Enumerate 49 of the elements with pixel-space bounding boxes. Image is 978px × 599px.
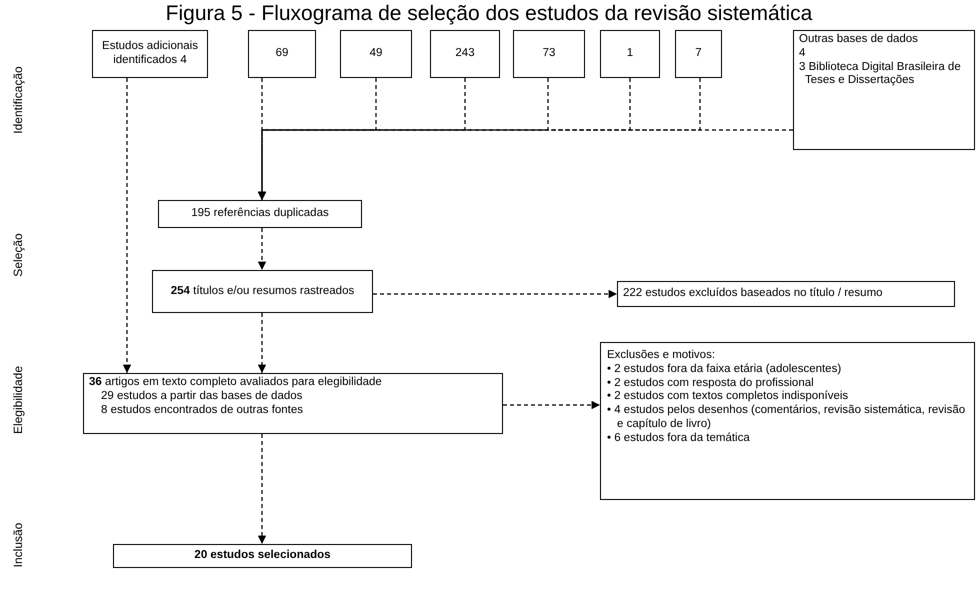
box-text: Exclusões e motivos: <box>607 349 716 363</box>
box-text: 243 <box>455 47 475 61</box>
diagram-title: Figura 5 - Fluxograma de seleção dos estudos da revisão sistemática <box>164 2 814 26</box>
box-text: 222 estudos excluídos baseados no título / resumo <box>623 287 883 301</box>
process-box <box>600 342 975 500</box>
process-box <box>793 30 975 150</box>
box-text: 49 <box>370 47 382 61</box>
arrow <box>373 290 617 298</box>
box-text: • 4 estudos pelos desenhos (comentários, revisão sistemática, revisão e capítulo de livro) <box>607 404 966 432</box>
arrow <box>503 400 600 410</box>
process-box <box>617 281 955 307</box>
process-box <box>158 200 362 228</box>
arrow <box>258 313 266 373</box>
process-box <box>152 270 373 313</box>
box-text: 8 estudos encontrados de outras fontes <box>100 404 304 418</box>
box-text: Estudos adicionais identificados 4 <box>101 40 199 68</box>
box-text: 1 <box>626 47 634 61</box>
arrow <box>258 228 266 270</box>
box-text: 73 <box>542 47 556 61</box>
process-box <box>430 30 500 78</box>
box-text: 195 referências duplicadas <box>191 207 329 221</box>
process-box <box>248 30 316 78</box>
stage-label: Identificação <box>11 65 25 136</box>
box-text: • 2 estudos fora da faixa etária (adolescentes) <box>607 362 842 377</box>
arrow <box>258 129 793 200</box>
box-text: • 6 estudos fora da temática <box>607 432 751 446</box>
box-text: • 2 estudos com textos completos indisponíveis <box>607 390 850 404</box>
process-box <box>113 544 412 568</box>
process-box <box>513 30 585 78</box>
arrow <box>258 434 266 544</box>
box-text: Outras bases de dados <box>799 33 919 47</box>
process-box <box>92 30 208 78</box>
process-box <box>340 30 412 78</box>
box-text: 4 <box>799 46 806 61</box>
box-text: 20 estudos selecionados <box>194 549 331 563</box>
box-text: 7 <box>695 47 702 61</box>
stage-label: Inclusão <box>11 522 25 570</box>
process-box <box>600 30 660 78</box>
stage-label: Seleção <box>11 232 25 279</box>
process-box <box>83 373 503 434</box>
box-text: 69 <box>276 47 288 61</box>
box-text: 29 estudos a partir das bases de dados <box>100 390 304 404</box>
box-text: 3 Biblioteca Digital Brasileira de Teses e Dissertações <box>799 60 962 88</box>
box-text: 36 artigos em texto completo avaliados para elegibilidade <box>89 376 383 390</box>
box-text: • 2 estudos com resposta do profissional <box>607 376 815 390</box>
process-box <box>675 30 722 78</box>
box-text: 254 títulos e/ou resumos rastreados <box>170 284 354 298</box>
stage-label: Elegibilidade <box>11 364 25 436</box>
arrow <box>122 78 132 373</box>
